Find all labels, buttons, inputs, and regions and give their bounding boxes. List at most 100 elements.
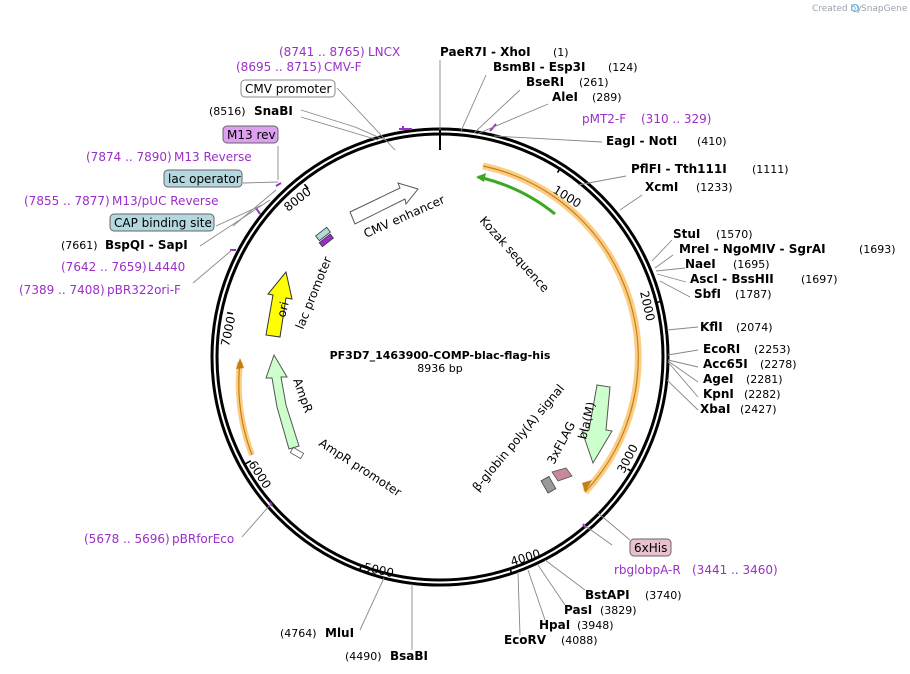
enzyme-kpni-pos: (2282) xyxy=(744,388,781,401)
enzyme-alei-pos: (289) xyxy=(592,91,622,104)
enzyme-naei-pos: (1695) xyxy=(733,258,770,271)
enzyme-bseri: BseRI xyxy=(526,75,564,89)
tick-label-2000: 2000 xyxy=(637,290,658,323)
polya-label: β-globin poly(A) signal xyxy=(470,382,567,494)
enzyme-noti: EagI - NotI xyxy=(606,134,677,148)
m13reverse-name: M13 Reverse xyxy=(174,150,252,164)
orf-arc xyxy=(482,165,639,493)
bla-arrow xyxy=(581,384,613,465)
enzyme-bsabi: BsaBI xyxy=(390,649,428,663)
enzyme-ecori-pos: (2253) xyxy=(754,343,791,356)
ampr-promoter-label: AmpR promoter xyxy=(316,436,404,500)
m13-rev-label: M13 rev xyxy=(227,128,276,142)
cmv-promoter-label: CMV promoter xyxy=(245,82,332,96)
enzyme-bsshii-pos: (1697) xyxy=(801,273,838,286)
enzyme-bstapi: BstAPI xyxy=(585,588,630,602)
his6-box xyxy=(629,538,672,557)
enzyme-xhoi-pos: (1) xyxy=(553,46,569,59)
ampr-arrow xyxy=(265,353,300,450)
enzyme-ecorv: EcoRV xyxy=(504,633,547,647)
tick-label-7000: 7000 xyxy=(218,315,238,348)
credit-brand: SnapGene xyxy=(861,4,908,14)
pbr322ori-name: pBR322ori-F xyxy=(107,283,181,297)
m13puc-name: M13/pUC Reverse xyxy=(112,194,219,208)
enzyme-kfli-pos: (2074) xyxy=(736,321,773,334)
enzyme-tth111i: PflFI - Tth111I xyxy=(631,162,727,176)
pbrforeco-range: (5678 .. 5696) xyxy=(84,532,170,546)
enzyme-pasi-pos: (3829) xyxy=(600,604,637,617)
flag-block xyxy=(551,467,573,482)
l4440-name: L4440 xyxy=(148,260,185,274)
credit-prefix: Created by xyxy=(812,4,862,14)
enzyme-sbfi: SbfI xyxy=(694,287,721,301)
enzyme-noti-pos: (410) xyxy=(697,135,727,148)
enzymes-right: PaeR7I - XhoI (1) BsmBI - Esp3I (124) Bs… xyxy=(440,45,896,647)
enzymes-left: (8516) SnaBI (7661) BspQI - SapI (4764) … xyxy=(61,104,428,663)
l4440-range: (7642 .. 7659) xyxy=(61,260,147,274)
ori-label: ori xyxy=(274,300,291,319)
enzyme-pasi: PasI xyxy=(564,603,592,617)
m13puc-range: (7855 .. 7877) xyxy=(24,194,110,208)
enzyme-alei: AleI xyxy=(552,90,578,104)
enzyme-mlui-pos: (4764) xyxy=(280,627,317,640)
tick-label-5000: 5000 xyxy=(362,560,395,580)
lac-promoter-label: lac promoter xyxy=(293,255,335,331)
m13-rev-block xyxy=(318,233,334,248)
enzyme-sgrai-pos: (1693) xyxy=(859,243,896,256)
pbrforeco-name: pBRforEco xyxy=(172,532,234,546)
lncx-range: (8741 .. 8765) xyxy=(279,45,365,59)
enzyme-agei-pos: (2281) xyxy=(746,373,783,386)
enzyme-snabi-pos: (8516) xyxy=(209,105,246,118)
lac-operator-box xyxy=(163,169,243,188)
tick-mark-2000 xyxy=(654,300,661,304)
tick-mark-7000 xyxy=(226,311,234,315)
enzyme-snabi: SnaBI xyxy=(254,104,293,118)
enzyme-kpni: KpnI xyxy=(703,387,734,401)
tick-label-4000: 4000 xyxy=(509,547,542,569)
enzyme-kfli: KflI xyxy=(700,320,723,334)
enzyme-agei: AgeI xyxy=(703,372,733,386)
plasmid-size: 8936 bp xyxy=(417,362,462,375)
enzyme-bsshii: AscI - BssHII xyxy=(690,272,774,286)
cmvf-name: CMV-F xyxy=(324,60,362,74)
lac-operator-label: lac operator xyxy=(168,172,241,186)
m13reverse-range: (7874 .. 7890) xyxy=(86,150,172,164)
left-orange-arrowhead xyxy=(236,358,244,369)
his6-label: 6xHis xyxy=(634,541,667,555)
tick-mark-6000 xyxy=(245,460,252,465)
enzyme-xcmi-pos: (1233) xyxy=(696,181,733,194)
enzyme-sapi-pos: (7661) xyxy=(61,239,98,252)
orf-arrowhead xyxy=(582,480,592,492)
enzyme-naei: NaeI xyxy=(685,257,716,271)
plasmid-name: PF3D7_1463900-COMP-blac-flag-his xyxy=(330,349,551,362)
kozak-arc xyxy=(477,175,556,216)
boxed-labels: CMV promoter M13 rev lac operator CAP bi… xyxy=(109,79,672,557)
lncx-name: LNCX xyxy=(368,45,400,59)
m13rev-mark xyxy=(275,182,282,187)
enzyme-stui-pos: (1570) xyxy=(716,228,753,241)
enzyme-tth111i-pos: (1111) xyxy=(752,163,789,176)
enzyme-bseri-pos: (261) xyxy=(579,76,609,89)
enzyme-xbai: XbaI xyxy=(700,402,730,416)
kozak-arrowhead xyxy=(476,173,486,182)
pbrforeco-mark xyxy=(269,501,273,507)
flag-label: 3xFLAG xyxy=(544,419,578,466)
snapgene-logo-icon xyxy=(850,3,860,13)
enzyme-mlui: MluI xyxy=(325,626,354,640)
cmvf-range: (8695 .. 8715) xyxy=(236,60,322,74)
enzyme-xcmi: XcmI xyxy=(645,180,678,194)
primer-labels: (8741 .. 8765) LNCX (8695 .. 8715) CMV-F… xyxy=(19,45,778,577)
enzyme-xbai-pos: (2427) xyxy=(740,403,777,416)
leader-lines xyxy=(192,60,699,650)
enzyme-acc65i-pos: (2278) xyxy=(760,358,797,371)
cmv-enhancer-arrow xyxy=(349,182,419,225)
enzyme-esp3i-pos: (124) xyxy=(608,61,638,74)
tick-mark-8000 xyxy=(303,183,309,190)
tick-mark-4000 xyxy=(509,568,513,575)
ampr-label: AmpR xyxy=(290,376,315,414)
rbglobpa-name: rbglobpA-R xyxy=(614,563,681,577)
cap-site-box xyxy=(109,213,215,232)
tick-mark-1000 xyxy=(556,167,562,174)
left-orange-line xyxy=(238,361,253,456)
enzyme-bsabi-pos: (4490) xyxy=(345,650,382,663)
